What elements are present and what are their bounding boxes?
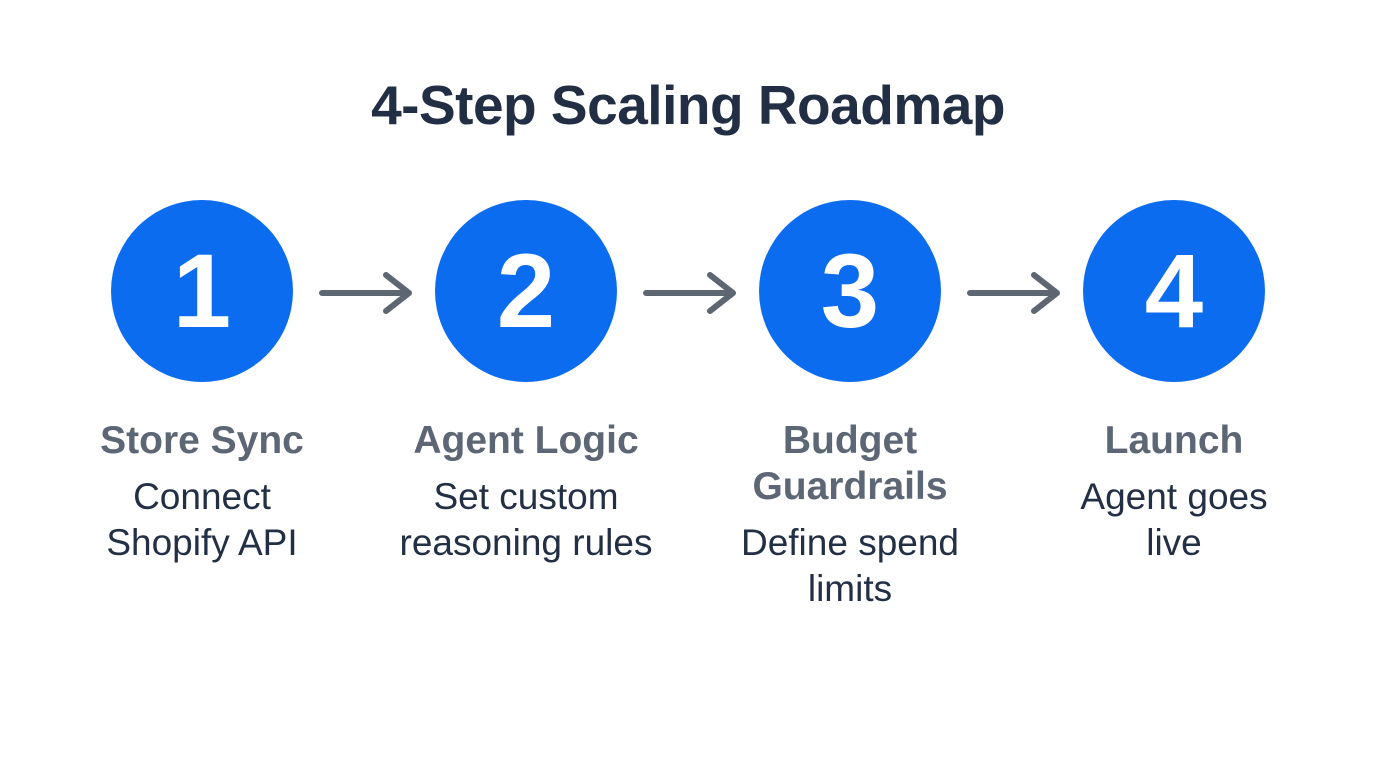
step-1-description: Connect Shopify API	[106, 476, 298, 563]
step-1-title: Store Sync	[100, 419, 304, 462]
step-3: 3 Budget Guardrails Define spend limits	[700, 200, 1000, 612]
step-1-number: 1	[172, 232, 232, 350]
step-1-circle: 1	[111, 200, 293, 382]
step-4-description: Agent goes live	[1080, 476, 1268, 563]
step-3-description: Define spend limits	[740, 522, 960, 609]
step-4: 4 Launch Agent goes live	[1024, 200, 1324, 612]
step-4-number: 4	[1144, 232, 1204, 350]
step-3-number: 3	[820, 232, 880, 350]
step-4-circle: 4	[1083, 200, 1265, 382]
step-1: 1 Store Sync Connect Shopify API	[52, 200, 352, 612]
arrow-right-icon	[967, 272, 1060, 314]
step-3-circle: 3	[759, 200, 941, 382]
arrow-right-icon	[319, 272, 412, 314]
arrow-right-icon	[643, 272, 736, 314]
step-2-title: Agent Logic	[413, 419, 639, 462]
page-title: 4-Step Scaling Roadmap	[371, 74, 1005, 136]
steps-row: 1 Store Sync Connect Shopify API 2 Agent…	[0, 200, 1376, 612]
step-2-circle: 2	[435, 200, 617, 382]
step-4-title: Launch	[1104, 419, 1244, 462]
step-3-title: Budget Guardrails	[752, 419, 948, 508]
step-2-description: Set custom reasoning rules	[399, 476, 653, 563]
step-2: 2 Agent Logic Set custom reasoning rules	[376, 200, 676, 612]
step-2-number: 2	[496, 232, 556, 350]
